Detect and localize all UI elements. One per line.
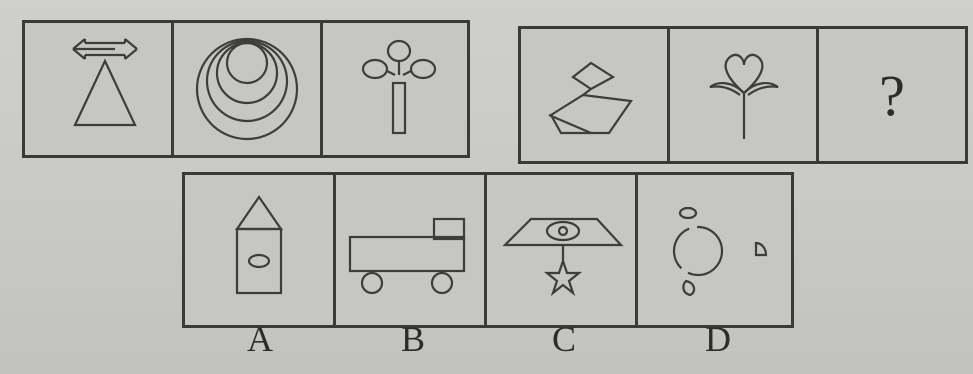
option-a-label[interactable]: A (230, 318, 290, 360)
option-d-figure[interactable] (638, 175, 788, 325)
option-b-label[interactable]: B (383, 318, 443, 360)
heart-flower-icon (670, 29, 816, 161)
answer-options (182, 172, 794, 328)
sequence-group-1 (22, 20, 470, 158)
truck-icon (336, 175, 484, 325)
option-b-figure[interactable] (336, 175, 487, 325)
arrow-triangle-icon (25, 23, 171, 155)
option-c-label[interactable]: C (534, 318, 594, 360)
figure-arrow-triangle (25, 23, 174, 155)
house-icon (185, 175, 333, 325)
figure-heart-flower (670, 29, 819, 161)
eye-star-icon (487, 175, 635, 325)
figure-missing: ? (819, 29, 965, 161)
question-mark: ? (819, 29, 965, 161)
figure-stacked-rhombi (521, 29, 670, 161)
option-d-label[interactable]: D (688, 318, 748, 360)
nested-circles-icon (174, 23, 320, 155)
figure-nested-circles (174, 23, 323, 155)
circle-and-shapes-icon (638, 175, 788, 325)
stacked-rhombi-icon (521, 29, 667, 161)
balloon-post-icon (323, 23, 467, 155)
sequence-group-2: ? (518, 26, 968, 164)
figure-balloon-post (323, 23, 467, 155)
option-c-figure[interactable] (487, 175, 638, 325)
option-a-figure[interactable] (185, 175, 336, 325)
